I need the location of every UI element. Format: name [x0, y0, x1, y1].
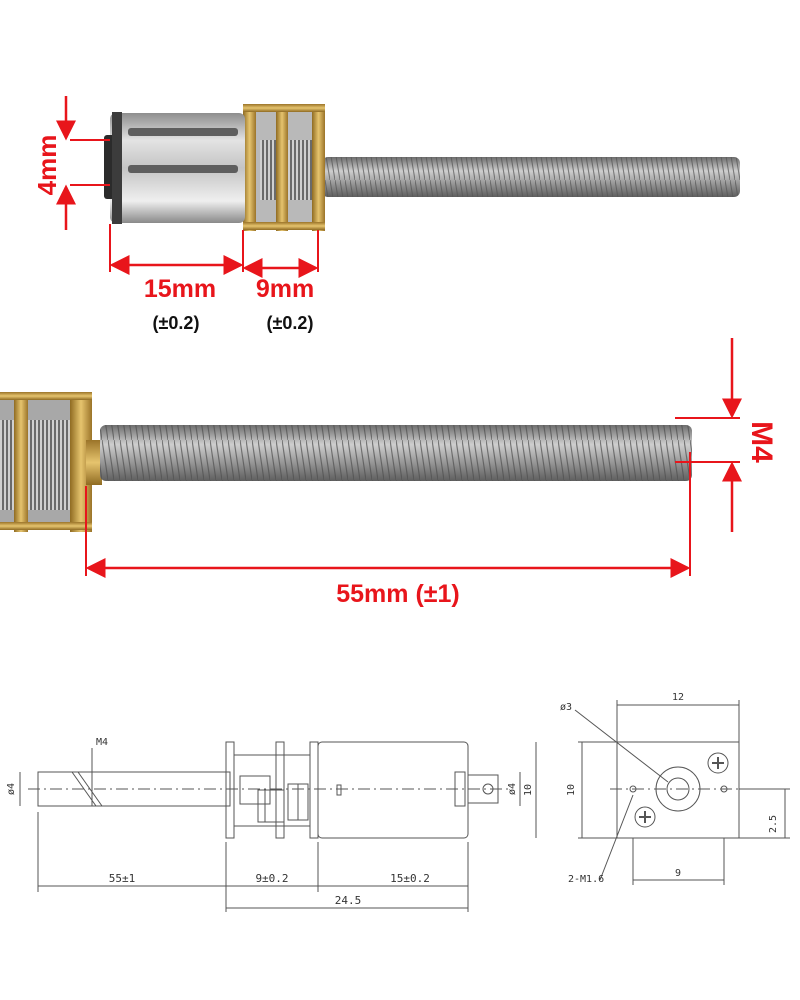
- top-gearbox: [243, 104, 325, 231]
- side-dim-total-label: 24.5: [335, 894, 362, 907]
- dim-gearbox-tol-label: (±0.2): [267, 313, 314, 333]
- middle-dimensions: [85, 338, 742, 578]
- end-width-label: 12: [672, 692, 684, 703]
- side-boss-dia-label: ø4: [507, 783, 518, 795]
- end-hole-dia-label: ø3: [560, 702, 572, 713]
- drawing-side-view: [19, 741, 537, 912]
- dim-height-label: 4mm: [32, 135, 62, 196]
- top-motor-can: [104, 112, 245, 224]
- end-height-label: 10: [566, 784, 577, 796]
- end-mount-holes-label: 2-M1.6: [568, 874, 604, 885]
- top-threaded-shaft: [322, 157, 740, 197]
- middle-shaft-photo: [0, 392, 692, 532]
- end-offset-label: 2.5: [768, 815, 779, 833]
- dim-shaft-length-label: 55mm (±1): [336, 580, 460, 608]
- side-shaft-dia-label: ø4: [6, 783, 17, 795]
- top-dimensions: [56, 96, 319, 278]
- side-body-height-label: 10: [523, 784, 534, 796]
- top-motor-photo: [104, 104, 740, 231]
- side-thread-label: M4: [96, 737, 108, 748]
- middle-threaded-shaft: [100, 425, 692, 481]
- end-hole-spacing-label: 9: [675, 868, 681, 879]
- side-dim-shaft-label: 55±1: [109, 872, 136, 885]
- drawing-end-view: [574, 700, 790, 885]
- dim-motor-label: 15mm: [144, 275, 216, 303]
- dim-thread-label: M4: [745, 421, 778, 463]
- side-dim-motor-label: 15±0.2: [390, 872, 430, 885]
- dim-gearbox-label: 9mm: [256, 275, 314, 303]
- side-dim-gearbox-label: 9±0.2: [255, 872, 288, 885]
- dim-motor-tol-label: (±0.2): [153, 313, 200, 333]
